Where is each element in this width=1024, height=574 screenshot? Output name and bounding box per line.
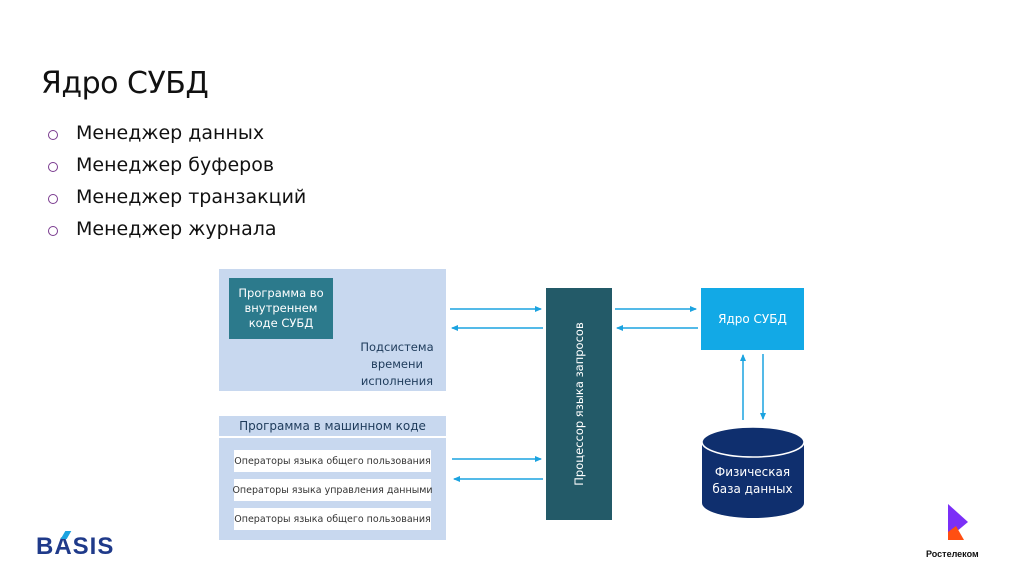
- bullet-circle-icon: [48, 193, 58, 204]
- machine-code-header: Программа в машинном коде: [219, 416, 446, 438]
- bullet-item: Менеджер журнала: [48, 213, 306, 245]
- physical-database-label: Физическая база данных: [712, 465, 793, 496]
- bullet-item: Менеджер буферов: [48, 149, 306, 181]
- rostelecom-logo-icon: [948, 504, 968, 540]
- bullet-text: Менеджер транзакций: [76, 186, 307, 208]
- bullet-list: Менеджер данных Менеджер буферов Менедже…: [48, 117, 306, 245]
- database-cylinder-icon: [701, 426, 805, 518]
- bullet-circle-icon: [48, 161, 58, 172]
- bullet-text: Менеджер данных: [76, 122, 265, 144]
- operator-box: Операторы языка общего пользования: [234, 508, 431, 530]
- rostelecom-logo-text: Ростелеком: [926, 549, 979, 559]
- basis-logo: BASIS: [36, 533, 115, 560]
- bullet-circle-icon: [48, 225, 58, 236]
- slide-title: Ядро СУБД: [41, 66, 209, 101]
- dbms-core-box: Ядро СУБД: [701, 288, 804, 350]
- bullet-text: Менеджер журнала: [76, 218, 277, 240]
- bullet-item: Менеджер данных: [48, 117, 306, 149]
- operator-box: Операторы языка общего пользования: [234, 450, 431, 472]
- bullet-text: Менеджер буферов: [76, 154, 275, 176]
- internal-code-program-box: Программа во внутреннем коде СУБД: [229, 278, 333, 339]
- bullet-circle-icon: [48, 129, 58, 140]
- query-processor-box: [546, 288, 612, 520]
- runtime-subsystem-label: Подсистема времени исполнения: [360, 340, 434, 388]
- operator-box: Операторы языка управления данными: [232, 479, 433, 501]
- bullet-item: Менеджер транзакций: [48, 181, 306, 213]
